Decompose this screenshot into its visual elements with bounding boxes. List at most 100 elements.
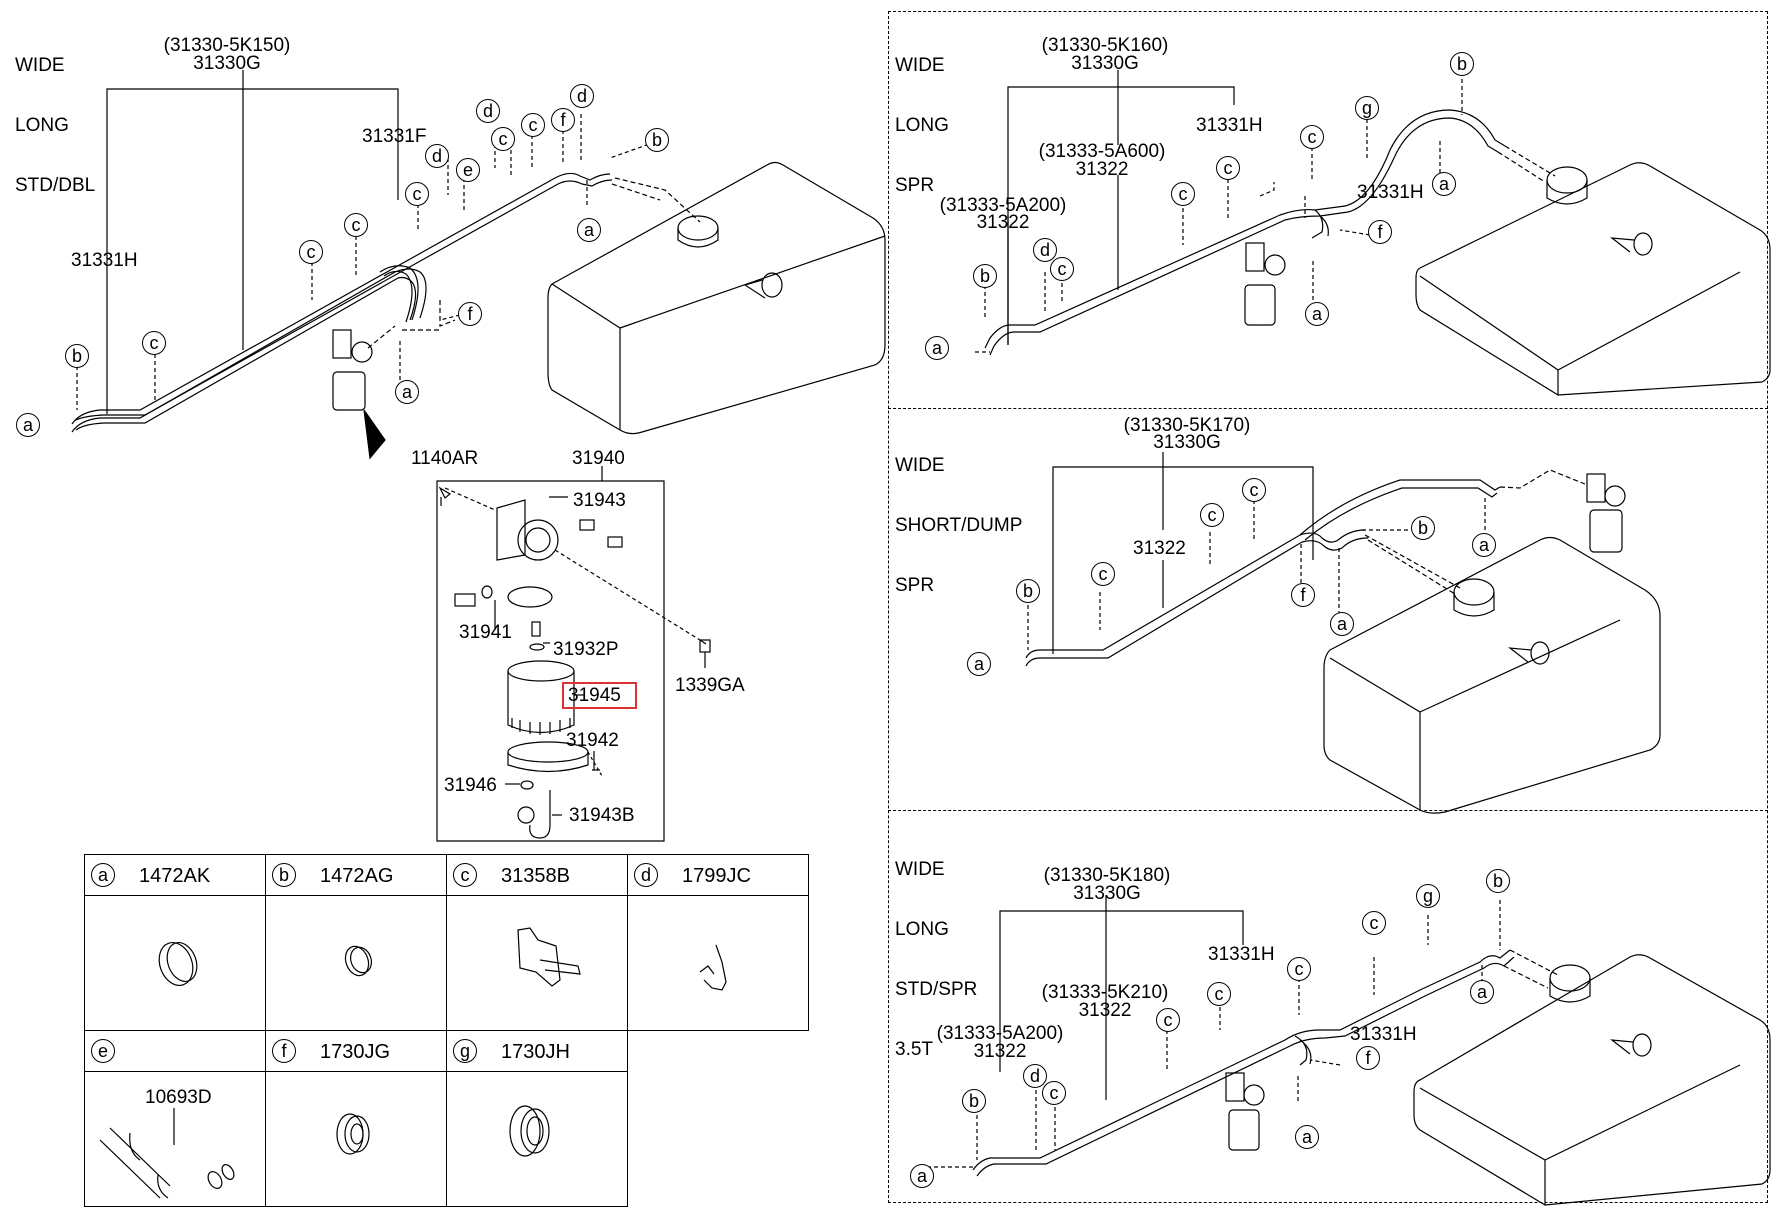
o-ring <box>529 643 545 651</box>
legend-empty <box>628 1031 809 1072</box>
top-left-fuel-lines <box>71 70 886 460</box>
part-label-31322[interactable]: 31322 <box>1133 538 1186 559</box>
variant-line: WIDE <box>895 859 945 880</box>
part-label-1339ga[interactable]: 1339GA <box>675 675 745 696</box>
callout-c[interactable]: c <box>1216 156 1240 180</box>
assembly-part-no: 31330G <box>1071 53 1139 74</box>
callout-a[interactable]: a <box>1432 172 1456 196</box>
top-right-linework <box>984 70 1771 396</box>
part-label-31331f[interactable]: 31331F <box>362 126 427 147</box>
return-line <box>1299 479 1501 541</box>
callout-c[interactable]: c <box>1287 957 1311 981</box>
legend-part-no[interactable]: 31358B <box>501 865 570 887</box>
callout-c[interactable]: c <box>1200 503 1224 527</box>
filter-bracket <box>1245 242 1265 272</box>
callout-f[interactable]: f <box>551 108 575 132</box>
callout-c[interactable]: c <box>142 331 166 355</box>
part-label-31932p[interactable]: 31932P <box>553 639 619 660</box>
fuel-tank <box>547 161 886 435</box>
callout-b[interactable]: b <box>973 264 997 288</box>
callout-c[interactable]: c <box>1091 562 1115 586</box>
callout-d[interactable]: d <box>476 99 500 123</box>
callout-b[interactable]: b <box>1411 516 1435 540</box>
callout-d[interactable]: c <box>521 113 545 137</box>
callout-f[interactable]: f <box>1291 583 1315 607</box>
callout-a[interactable]: a <box>1470 980 1494 1004</box>
callout-a[interactable]: a <box>1305 302 1329 326</box>
assembly-ref: (31330-5K180) <box>1043 865 1171 886</box>
part-label-1140ar[interactable]: 1140AR <box>411 448 479 469</box>
callout-c[interactable]: c <box>1300 125 1324 149</box>
callout-a[interactable]: a <box>925 336 949 360</box>
fuel-tank <box>1415 162 1771 396</box>
callout-b[interactable]: b <box>1486 869 1510 893</box>
filter-bracket <box>1225 1072 1245 1102</box>
callout-b[interactable]: b <box>1450 52 1474 76</box>
callout-b[interactable]: b <box>1016 579 1040 603</box>
callout-c[interactable]: c <box>1207 982 1231 1006</box>
callout-a[interactable]: a <box>1330 612 1354 636</box>
variant-line: SHORT/DUMP <box>895 515 1023 536</box>
callout-c[interactable]: c <box>1156 1008 1180 1032</box>
callout-a[interactable]: a <box>16 413 40 437</box>
variant-line: SPR <box>895 575 935 596</box>
variant-line: STD/DBL <box>15 175 96 196</box>
legend-key: f <box>272 1039 296 1063</box>
part-label-31331h[interactable]: 31331H <box>71 250 138 271</box>
callout-c[interactable]: c <box>299 240 323 264</box>
part-label-31941[interactable]: 31941 <box>459 622 512 643</box>
part-label-31943[interactable]: 31943 <box>573 490 626 511</box>
callout-d[interactable]: d <box>425 144 449 168</box>
callout-g[interactable]: g <box>1416 884 1440 908</box>
callout-a[interactable]: a <box>967 652 991 676</box>
callout-b[interactable]: b <box>962 1089 986 1113</box>
part-label-31945-highlighted[interactable]: 31945 <box>568 685 621 706</box>
legend-part-no[interactable]: 1730JH <box>501 1041 570 1063</box>
legend-part-no[interactable]: 1472AK <box>139 865 211 887</box>
assembly-bracket <box>1007 70 1235 345</box>
callout-f[interactable]: f <box>458 302 482 326</box>
part-label-31322[interactable]: 31322 <box>976 212 1030 233</box>
part-label-31331h[interactable]: 31331H <box>1350 1024 1417 1045</box>
part-label-31331h[interactable]: 31331H <box>1208 944 1275 965</box>
callout-c[interactable]: c <box>1050 257 1074 281</box>
callout-a[interactable]: a <box>577 218 601 242</box>
callout-d[interactable]: d <box>1023 1064 1047 1088</box>
callout-f[interactable]: f <box>1368 220 1392 244</box>
tank-sender-unit <box>677 215 719 241</box>
part-label-31331h[interactable]: 31331H <box>1357 182 1424 203</box>
part-label-31331h[interactable]: 31331H <box>1196 115 1263 136</box>
callout-d[interactable]: d <box>1033 238 1057 262</box>
callout-c[interactable]: c <box>1362 911 1386 935</box>
callout-a[interactable]: a <box>1472 533 1496 557</box>
legend-part-no[interactable]: 1472AG <box>320 865 394 887</box>
legend-part-no[interactable]: 1799JC <box>682 865 751 887</box>
callout-d[interactable]: d <box>570 84 594 108</box>
part-label-10693d[interactable]: 10693D <box>145 1087 212 1108</box>
callout-a[interactable]: a <box>910 1164 934 1188</box>
callout-c[interactable]: c <box>405 182 429 206</box>
assembly-bracket <box>999 895 1244 1100</box>
callout-c[interactable]: c <box>491 127 515 151</box>
part-label-31946[interactable]: 31946 <box>444 775 497 796</box>
callout-c[interactable]: c <box>1171 182 1195 206</box>
part-label-31322[interactable]: 31322 <box>973 1041 1027 1062</box>
callout-b[interactable]: b <box>65 344 89 368</box>
legend-part-no[interactable]: 1730JG <box>320 1041 391 1063</box>
callout-c[interactable]: c <box>344 213 368 237</box>
callout-a[interactable]: a <box>1295 1125 1319 1149</box>
callout-a[interactable]: a <box>395 380 419 404</box>
callout-e[interactable]: e <box>456 158 480 182</box>
callout-c[interactable]: c <box>1042 1081 1066 1105</box>
fuel-line <box>972 949 1515 1177</box>
filter-assembly-no[interactable]: 31940 <box>572 448 625 469</box>
panel-divider <box>888 810 1768 811</box>
callout-g[interactable]: g <box>1355 96 1379 120</box>
part-label-31943b[interactable]: 31943B <box>569 805 635 826</box>
part-label-31942[interactable]: 31942 <box>566 730 619 751</box>
callout-f[interactable]: f <box>1356 1046 1380 1070</box>
part-label-31322[interactable]: 31322 <box>1078 1000 1132 1021</box>
callout-c[interactable]: c <box>1242 478 1266 502</box>
part-label-31322[interactable]: 31322 <box>1075 159 1129 180</box>
callout-b[interactable]: b <box>645 128 669 152</box>
